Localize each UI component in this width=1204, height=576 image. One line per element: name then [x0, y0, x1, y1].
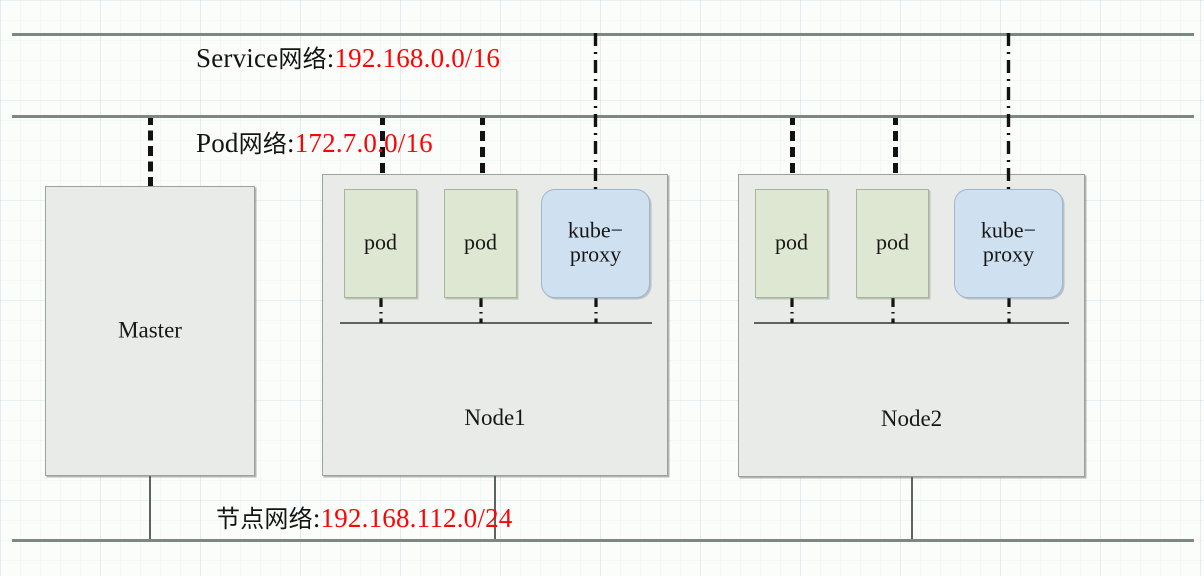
node2-kube-proxy-label: kube− proxy — [980, 216, 1037, 267]
node2-pod1-network-link — [790, 115, 795, 189]
pod-network-name-cn: 网络 — [238, 130, 288, 158]
node2-pod-2-label: pod — [876, 229, 909, 255]
node-network-bus — [12, 539, 1194, 542]
node1-pod-2-label: pod — [464, 229, 497, 255]
node1-pod1-network-link — [380, 115, 385, 189]
node1-label: Node1 — [464, 405, 526, 431]
service-network-cidr: 192.168.0.0/16 — [334, 43, 501, 73]
node2-pod-1-bridge-link — [790, 298, 794, 323]
node1-proxy-service-network-link — [593, 33, 598, 189]
master-pod-network-link — [148, 115, 153, 187]
node-network-name-cn: 节点网络 — [216, 505, 313, 533]
node1-pod2-network-link — [480, 115, 485, 189]
service-network-name-cn: 网络 — [278, 45, 327, 73]
node2-pod-1-label: pod — [775, 229, 808, 255]
service-network-name: Service — [196, 43, 279, 73]
node2-pod-2-bridge-link — [891, 298, 895, 323]
node-network-separator: : — [312, 503, 321, 533]
node2-pod-1[interactable]: pod — [755, 189, 828, 298]
pod-network-cidr: 172.7.0.0/16 — [294, 128, 433, 158]
node2-kube-proxy[interactable]: kube− proxy — [954, 189, 1063, 298]
node1-kube-proxy-label: kube− proxy — [567, 216, 624, 267]
node1-kube-proxy-bridge-link — [594, 298, 598, 323]
node1-pod-1-label: pod — [364, 229, 397, 255]
node1-pod-1-bridge-link — [379, 298, 383, 323]
service-network-separator: : — [326, 43, 335, 73]
pod-network-name: Pod — [196, 128, 239, 158]
pod-network-label: Pod网络:172.7.0.0/16 — [196, 124, 433, 159]
node2-node-network-link — [911, 477, 913, 540]
node-network-cidr: 192.168.112.0/24 — [320, 503, 513, 533]
node-network-label: 节点网络:192.168.112.0/24 — [216, 499, 512, 534]
node2-proxy-service-network-link — [1006, 33, 1011, 189]
node2-pod-2[interactable]: pod — [856, 189, 929, 298]
node1-internal-bridge — [340, 322, 652, 324]
node2-pod2-network-link — [893, 115, 898, 189]
node1-node-network-link — [494, 476, 496, 540]
node1-pod-1[interactable]: pod — [344, 189, 417, 298]
node2-label: Node2 — [880, 406, 943, 432]
node2-internal-bridge — [754, 322, 1069, 324]
master-box[interactable]: Master — [45, 186, 255, 476]
node1-kube-proxy[interactable]: kube− proxy — [541, 189, 650, 298]
service-network-label: Service网络:192.168.0.0/16 — [196, 39, 500, 74]
node1-pod-2[interactable]: pod — [444, 189, 517, 298]
node1-pod-2-bridge-link — [479, 298, 483, 323]
master-label: Master — [118, 317, 182, 343]
pod-network-bus — [12, 115, 1194, 118]
pod-network-separator: : — [287, 128, 295, 158]
node2-kube-proxy-bridge-link — [1007, 298, 1011, 323]
master-node-network-link — [149, 476, 151, 540]
service-network-bus — [12, 33, 1194, 36]
